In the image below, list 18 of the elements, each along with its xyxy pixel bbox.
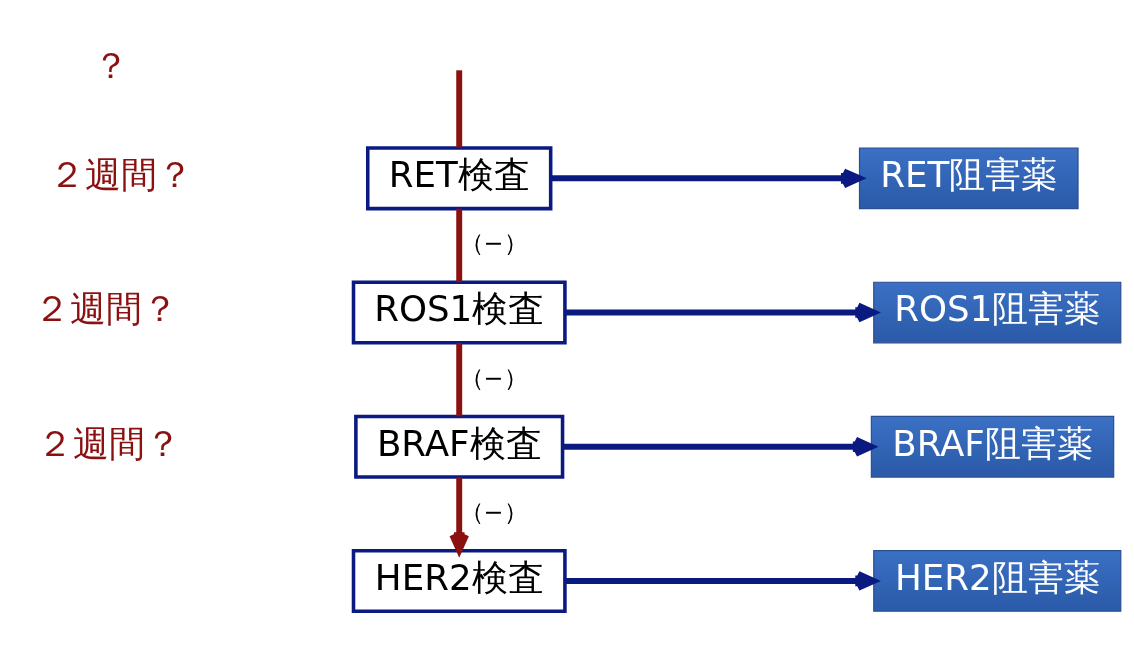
node-box: BRAF検査 [354,414,565,479]
node-box: ROS1阻害薬 [873,281,1122,343]
edge-label: （−） [459,497,528,526]
node-box: RET阻害薬 [858,146,1079,209]
edge-label: （−） [459,363,528,392]
label: ２週間？ [34,287,179,329]
node-box: ROS1検査 [351,279,567,345]
edge-label: （−） [459,228,528,257]
connector [456,69,463,148]
connector [456,342,463,416]
label: ？ [93,44,130,86]
node-box: RET検査 [365,145,553,210]
node-box: HER2阻害薬 [873,549,1122,612]
connector [456,208,463,282]
label: ２週間？ [36,422,181,464]
node-box: HER2検査 [351,548,567,613]
node-box: BRAF阻害薬 [870,415,1115,478]
label: ２週間？ [48,153,193,195]
